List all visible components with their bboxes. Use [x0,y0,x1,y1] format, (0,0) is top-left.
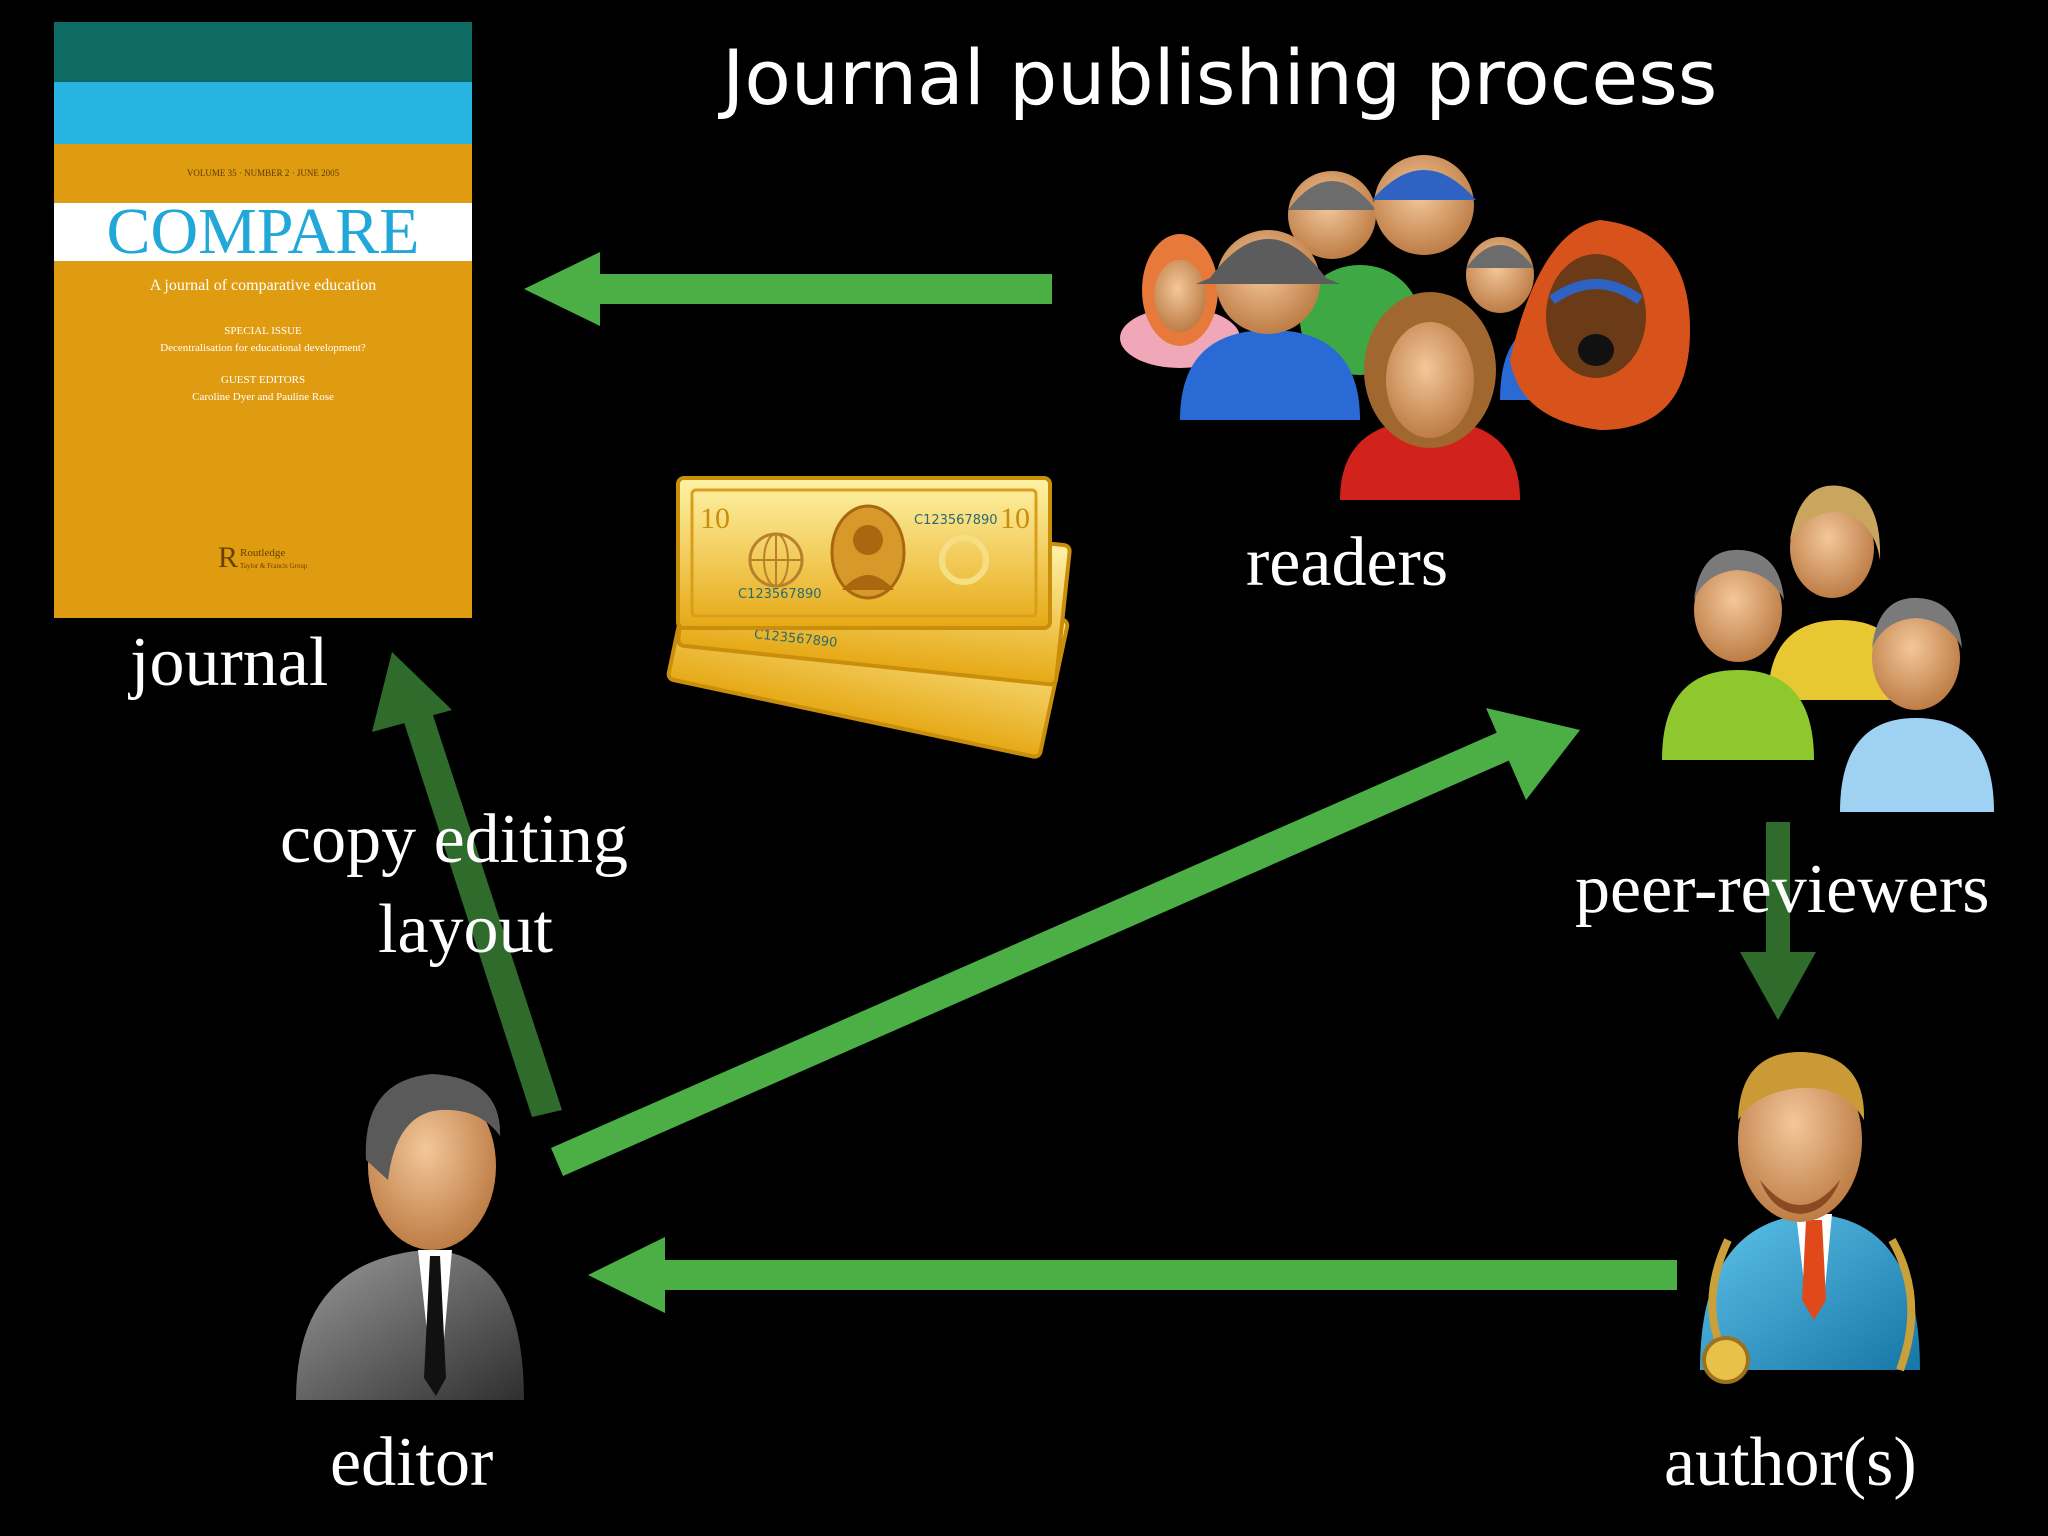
author-doctor-icon [1700,1051,1920,1384]
diagram-title: Journal publishing process [722,33,1718,122]
peer-reviewers-label: peer-reviewers [1575,851,1990,928]
journal-guest-editors: Caroline Dyer and Pauline Rose [192,391,334,403]
arrow-editor-to-journal [372,652,562,1117]
journal-cover: COMPARE VOLUME 35 · NUMBER 2 · JUNE 2005… [54,22,472,618]
journal-special-issue: SPECIAL ISSUE [224,325,302,337]
peer-reviewers-group-icon [1662,485,1994,812]
journal-special-topic: Decentralisation for educational develop… [160,342,366,354]
banknote-denomination-right: 10 [1000,502,1030,535]
journal-publisher-mark: R [218,541,238,574]
journal-publisher: Routledge [240,547,285,559]
journal-issue-line: VOLUME 35 · NUMBER 2 · JUNE 2005 [187,168,340,178]
money-stack-icon: C123567890 10 10 C123567890 C123567890 [666,476,1072,759]
journal-masthead: COMPARE [106,195,419,268]
arrow-editor-to-reviewers [551,708,1580,1176]
journal-subtitle: A journal of comparative education [150,277,377,294]
readers-label: readers [1246,524,1449,601]
editor-label: editor [330,1424,494,1501]
arrow-author-to-editor [588,1237,1677,1313]
banknote-denomination-left: 10 [700,502,730,535]
banknote-serial-bottom: C123567890 [738,587,822,602]
banknote-serial-top: C123567890 [914,513,998,528]
crowd-of-readers-icon [1120,155,1690,500]
authors-label: author(s) [1664,1424,1917,1501]
copy-editing-label: copy editing [280,801,628,878]
journal-publisher-sub: Taylor & Francis Group [240,562,308,570]
editor-person-icon [296,1074,524,1400]
arrow-readers-to-journal [524,252,1052,326]
layout-label: layout [378,891,553,968]
arrow-reviewers-to-author [1740,822,1816,1020]
journal-guest-editors-heading: GUEST EDITORS [221,374,305,386]
journal-label: journal [130,624,329,701]
